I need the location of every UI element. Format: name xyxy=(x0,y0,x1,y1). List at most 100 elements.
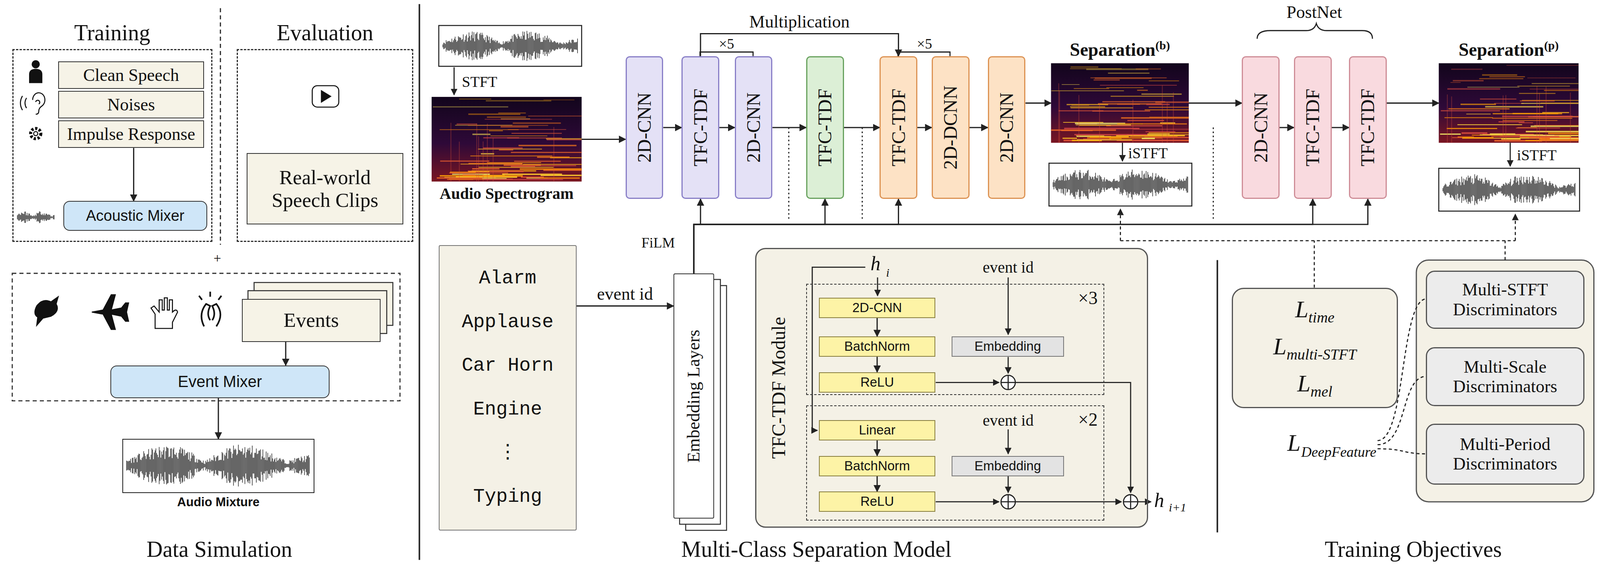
texture-stroke xyxy=(37,213,38,222)
texture-stroke xyxy=(1177,180,1178,190)
connector-arrow xyxy=(969,127,988,129)
texture-stroke xyxy=(1083,176,1085,194)
texture-stroke xyxy=(45,213,47,221)
texture-stroke xyxy=(540,41,541,50)
texture-stroke xyxy=(476,33,477,59)
texture-stroke xyxy=(1565,187,1567,192)
texture-stroke xyxy=(474,41,475,51)
texture-stroke xyxy=(471,35,472,57)
texture-stroke xyxy=(1518,184,1519,195)
texture-stroke xyxy=(1064,180,1065,189)
layer-block: 2D-CNN xyxy=(734,56,773,199)
texture-stroke xyxy=(1543,181,1544,198)
texture-stroke xyxy=(276,457,277,474)
ear-icon xyxy=(32,92,46,115)
texture-stroke xyxy=(1559,186,1560,193)
texture-stroke xyxy=(546,37,547,54)
texture-stroke xyxy=(208,461,210,470)
texture-stroke xyxy=(536,39,537,54)
texture-stroke xyxy=(1448,186,1449,193)
texture-stroke xyxy=(32,215,34,219)
texture-stroke xyxy=(1087,170,1088,199)
symbol: h xyxy=(1154,490,1165,511)
texture-stroke xyxy=(1456,178,1457,201)
heading: (b) xyxy=(1155,38,1171,52)
texture-stroke xyxy=(1560,187,1561,192)
texture-stroke xyxy=(245,457,246,474)
texture-stroke xyxy=(1516,177,1518,202)
texture-stroke xyxy=(519,36,520,55)
texture-stroke xyxy=(1570,183,1572,196)
texture-stroke xyxy=(1573,186,1574,193)
texture-stroke xyxy=(1095,172,1096,197)
texture-stroke xyxy=(1570,185,1571,194)
texture-stroke xyxy=(1444,183,1446,196)
texture-stroke xyxy=(432,106,509,108)
texture-stroke xyxy=(31,215,32,220)
texture-stroke xyxy=(1091,176,1093,193)
texture-stroke xyxy=(147,453,148,478)
texture-stroke xyxy=(1557,188,1559,192)
layer-block: 2D-CNN xyxy=(1241,56,1280,199)
texture-stroke xyxy=(1061,180,1063,190)
texture-stroke xyxy=(269,455,271,476)
texture-stroke xyxy=(1095,177,1097,192)
texture-stroke xyxy=(503,43,505,49)
texture-stroke xyxy=(1563,184,1564,195)
texture-stroke xyxy=(477,31,478,60)
texture-stroke xyxy=(1172,92,1174,144)
texture-stroke xyxy=(1537,180,1538,199)
texture-stroke xyxy=(137,455,138,476)
plus-sign: + xyxy=(213,251,222,266)
texture-stroke xyxy=(1133,174,1135,195)
texture-stroke xyxy=(169,456,170,475)
texture-stroke xyxy=(494,41,495,51)
texture-stroke xyxy=(540,177,580,179)
heading-row: Separation(p) xyxy=(1358,38,1600,61)
texture-stroke xyxy=(1503,183,1504,196)
texture-stroke xyxy=(516,38,518,54)
loss-symbol: L xyxy=(1273,333,1287,360)
texture-stroke xyxy=(1482,74,1518,76)
texture-stroke xyxy=(490,135,548,137)
group-region: Real-world Speech ClipsEvaluation xyxy=(236,49,414,242)
texture-stroke xyxy=(537,34,538,58)
group-region: Clean SpeechNoisesImpulse ResponseAcoust… xyxy=(12,49,213,242)
texture-stroke xyxy=(480,32,481,59)
texture-stroke xyxy=(548,37,550,54)
texture-stroke xyxy=(1126,177,1128,193)
texture-stroke xyxy=(1528,183,1529,196)
texture-stroke xyxy=(1185,180,1186,189)
texture-stroke xyxy=(1501,186,1502,194)
texture-stroke xyxy=(168,457,169,475)
texture-stroke xyxy=(127,460,128,470)
box-text: BatchNorm xyxy=(844,458,911,474)
texture-stroke xyxy=(53,215,54,220)
texture-stroke xyxy=(1122,173,1123,195)
texture-stroke xyxy=(1568,184,1569,196)
loss-subscript: mel xyxy=(1310,382,1333,400)
texture-stroke xyxy=(1096,178,1098,191)
texture-stroke xyxy=(281,461,282,470)
texture-stroke xyxy=(1125,177,1126,192)
texture-stroke xyxy=(1182,181,1184,189)
texture-stroke xyxy=(532,35,533,56)
texture-stroke xyxy=(230,451,232,480)
texture-stroke xyxy=(565,42,567,50)
texture-stroke xyxy=(1075,177,1076,192)
texture-stroke xyxy=(472,133,491,136)
input-box: Events xyxy=(241,298,381,342)
texture-stroke xyxy=(1442,188,1443,192)
texture-stroke xyxy=(1552,183,1554,196)
texture-stroke xyxy=(518,35,519,56)
texture-stroke xyxy=(198,459,200,472)
axis-label: iSTFT xyxy=(1128,145,1168,161)
texture-stroke xyxy=(1103,179,1104,190)
texture-stroke xyxy=(479,33,480,58)
texture-stroke xyxy=(1561,187,1563,192)
texture-stroke xyxy=(44,215,46,220)
texture-stroke xyxy=(1087,169,1089,200)
texture-stroke xyxy=(1162,181,1164,188)
texture-stroke xyxy=(1556,186,1558,193)
texture-stroke xyxy=(155,448,157,483)
